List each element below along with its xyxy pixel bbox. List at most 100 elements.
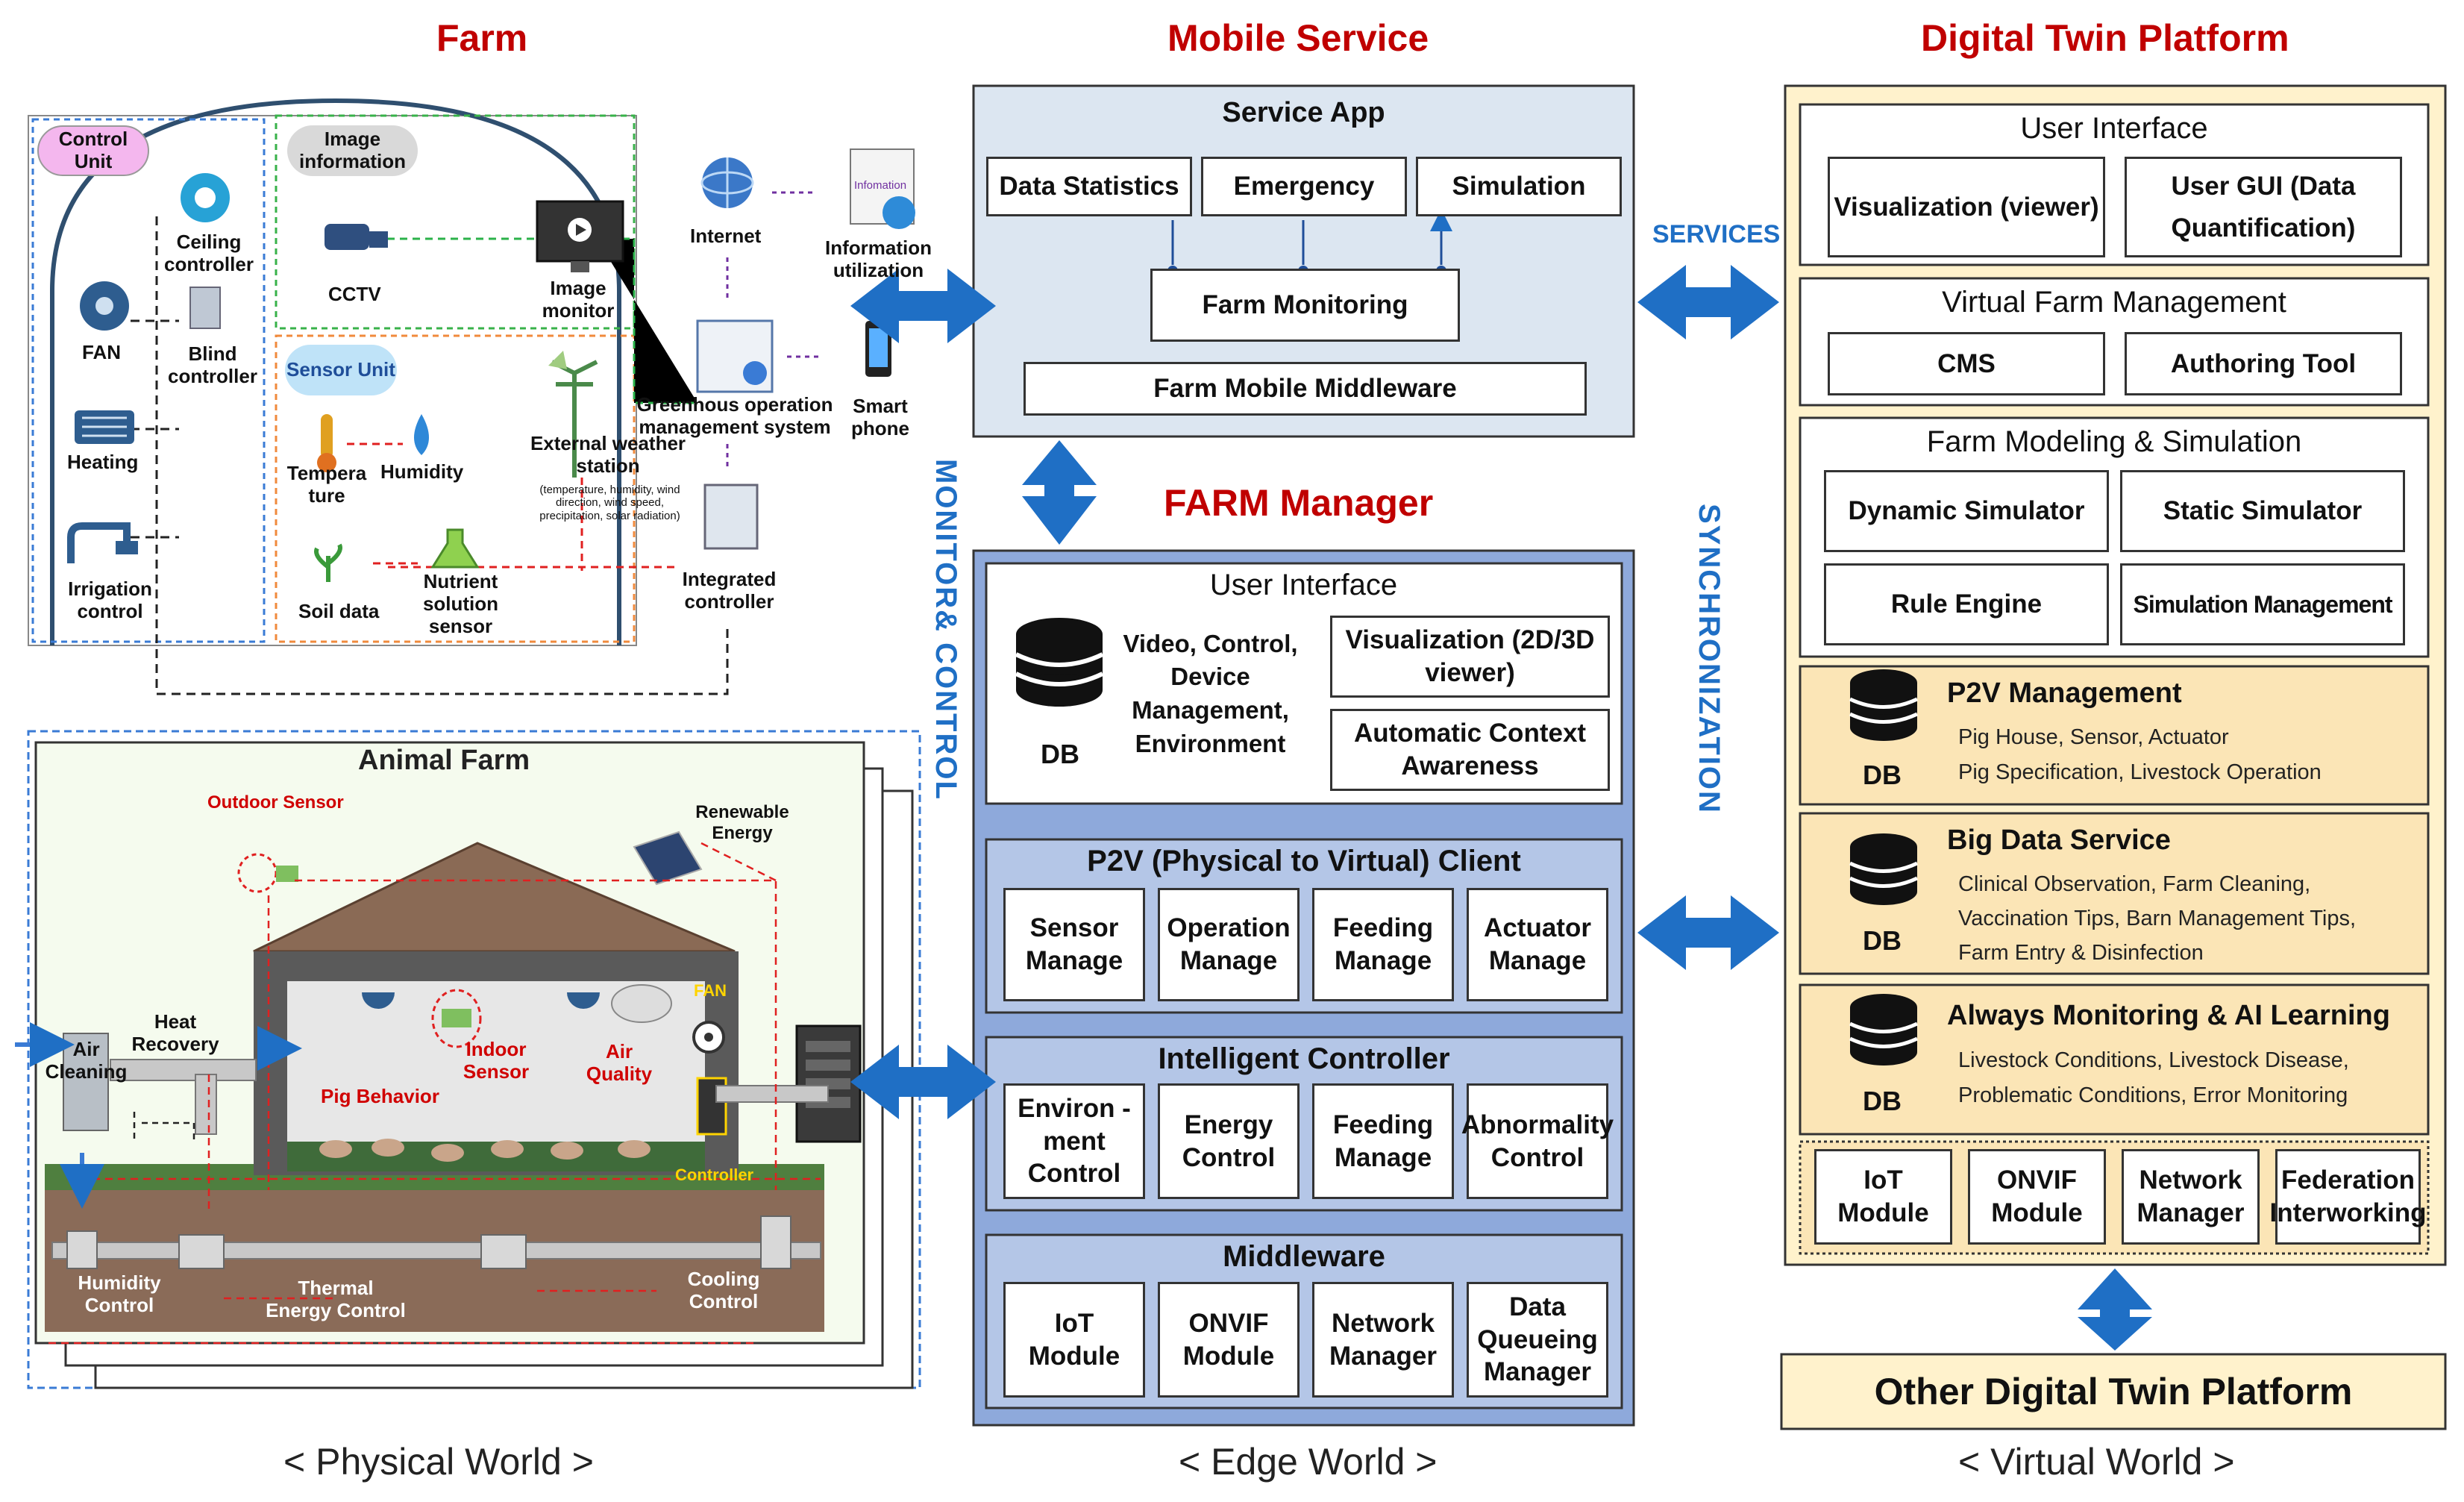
info-screen-label: Infomation [854,179,907,192]
dt-bigdata-line3: Farm Entry & Disinfection [1958,941,2204,965]
ceiling-label: Ceiling controller [164,231,254,275]
emergency-box: Emergency [1201,157,1407,216]
dt-bigdata-db-label: DB [1863,925,1902,956]
dt-network-manager-box: Network Manager [2122,1149,2260,1245]
sensor-unit-frame [275,334,636,643]
manager-ui-title: User Interface [1209,569,1398,601]
digital-twin-title: Digital Twin Platform [1921,17,2289,59]
dt-bigdata-line2: Vaccination Tips, Barn Management Tips, [1958,907,2357,930]
rule-engine-box: Rule Engine [1824,563,2109,645]
cctv-label: CCTV [328,283,381,305]
manager-visualization-box: Visualization (2D/3D viewer) [1330,616,1610,698]
manager-ic-title: Intelligent Controller [1158,1042,1450,1075]
onvif-module-box: ONVIF Module [1158,1282,1300,1398]
arrow-farm-manager [850,1045,996,1119]
air-quality-label: Air Quality [586,1040,653,1085]
thermometer-icon [321,414,333,459]
blind-icon [189,287,221,329]
control-wires [155,216,729,695]
dt-p2v-db-label: DB [1863,760,1902,790]
simulation-box: Simulation [1416,157,1622,216]
solar-panel-icon [633,830,703,886]
nutrient-label: Nutrient solution sensor [422,570,499,637]
pig-behavior-label: Pig Behavior [321,1085,439,1107]
environment-control-box: Environ -ment Control [1003,1083,1145,1199]
cms-box: CMS [1828,332,2105,395]
arrow-mobile-dt [1637,265,1779,339]
dt-p2v-line1: Pig House, Sensor, Actuator [1958,725,2229,749]
dt-ui-title: User Interface [2020,112,2208,145]
physical-world-label: < Physical World > [283,1441,594,1483]
dt-visualization-box: Visualization (viewer) [1828,157,2105,257]
weather-detail: (temperature, humidity, wind direction, … [539,484,680,522]
arrow-manager-dt [1637,895,1779,970]
humidity-label: Humidity [380,460,464,483]
integrated-label: Integrated controller [682,568,777,613]
manager-context-box: Automatic Context Awareness [1330,709,1610,791]
dt-federation-box: Federation Interworking [2270,1149,2427,1245]
pigs [319,1139,651,1162]
authoring-tool-box: Authoring Tool [2125,332,2402,395]
dt-onvif-module-box: ONVIF Module [1968,1149,2106,1245]
dt-monitoring-line1: Livestock Conditions, Livestock Disease, [1958,1048,2349,1072]
ic-feeding-manage-box: Feeding Manage [1312,1083,1454,1199]
manager-mw-title: Middleware [1223,1240,1385,1273]
other-dt-box [1780,1353,2447,1430]
humidity-drop-icon [414,414,429,455]
feeding-manage-box: Feeding Manage [1312,888,1454,1001]
outdoor-sensor-label: Outdoor Sensor [207,792,344,813]
dt-bigdata-title: Big Data Service [1947,824,2171,856]
greenhouse-arch [50,98,621,645]
data-statistics-box: Data Statistics [986,157,1192,216]
weather-station-icon [551,360,598,478]
energy-control-box: Energy Control [1158,1083,1300,1199]
iot-module-box: IoT Module [1003,1282,1145,1398]
renewable-label: Renewable Energy [695,802,789,843]
thermal-label: Thermal Energy Control [266,1277,406,1321]
dt-fms-title: Farm Modeling & Simulation [1926,425,2302,458]
virtual-world-label: < Virtual World > [1958,1441,2235,1483]
fan-label: FAN [82,341,121,363]
services-label: SERVICES [1652,220,1781,248]
actuator-manage-box: Actuator Manage [1467,888,1608,1001]
arrow-farm-mobile [850,269,996,343]
temperature-label: Tempera ture [286,462,367,507]
arrow-mobile-manager [1022,440,1097,545]
abnormality-control-box: Abnormality Control [1461,1083,1614,1199]
weather-label: External weather station [530,432,686,477]
greenhouse-label: Greenhous operation management system [636,393,833,438]
control-unit-badge: Control Unit [37,125,149,176]
sensor-manage-box: Sensor Manage [1003,888,1145,1001]
manager-p2v-title: P2V (Physical to Virtual) Client [1087,845,1521,877]
mobile-service-title: Mobile Service [1167,17,1429,59]
synchronization-label: SYNCHRONIZATION [1693,504,1725,814]
connector-arrows [850,265,2152,1351]
dt-bigdata-line1: Clinical Observation, Farm Cleaning, [1958,872,2311,896]
nutrient-flask-icon [430,528,480,569]
dt-iot-module-box: IoT Module [1814,1149,1952,1245]
heat-recovery-label: Heat Recovery [131,1010,219,1055]
soil-plant-icon [314,543,342,582]
humidity-control-label: Humidity Control [78,1271,161,1316]
barn-fan-label: FAN [694,981,727,1000]
control-unit-frame [31,118,266,643]
arrow-dt-other [2078,1268,2152,1351]
manager-video-control: Video, Control, Device Management, Envir… [1123,629,1298,757]
animal-farm-title: Animal Farm [358,745,530,776]
info-util-label: Information utilization [825,237,932,281]
dt-p2v-title: P2V Management [1947,678,2182,709]
manager-db-icon [1016,618,1103,707]
farm-mobile-middleware-box: Farm Mobile Middleware [1023,362,1587,416]
air-cleaning-label: Air Cleaning [45,1038,128,1083]
network-manager-box: Network Manager [1312,1282,1454,1398]
image-info-frame [275,114,636,330]
farm-manager-title: FARM Manager [1164,482,1434,524]
service-app-title: Service App [1222,97,1385,128]
indoor-sensor-label: Indoor Sensor [463,1038,530,1083]
sensor-unit-badge: Sensor Unit [285,345,397,395]
other-dt-label: Other Digital Twin Platform [1874,1371,2353,1412]
data-queueing-box: Data Queueing Manager [1467,1282,1608,1398]
static-simulator-box: Static Simulator [2120,470,2405,552]
internet-label: Internet [690,225,762,247]
